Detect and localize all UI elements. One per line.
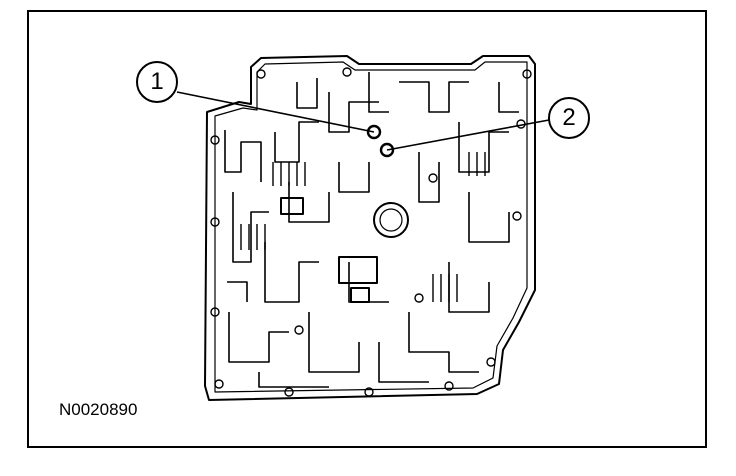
callout-2-target-port	[379, 142, 395, 158]
figure-id-code: N0020890	[59, 400, 138, 419]
central-port	[373, 202, 409, 238]
plate-opening	[280, 197, 304, 215]
callout-2-leader	[386, 119, 550, 151]
callout-1-circle	[136, 61, 178, 103]
valve-body-drawing	[136, 55, 590, 401]
plate-opening	[338, 256, 378, 284]
passage-channels	[224, 72, 519, 388]
slot-rows	[240, 152, 486, 302]
figure-frame: 1 2 N0020890	[27, 10, 707, 448]
callout-1-label: 1	[150, 68, 164, 95]
callout-1-leader	[176, 91, 375, 133]
callout-2-circle	[548, 97, 590, 139]
plate-inner-outline	[214, 61, 528, 393]
central-port-inner	[379, 208, 403, 232]
callout-2-label: 2	[562, 104, 576, 131]
plate-outline	[204, 55, 536, 401]
callout-1-target-port	[366, 124, 382, 140]
bolt-holes	[210, 67, 532, 397]
plate-opening	[350, 287, 370, 303]
